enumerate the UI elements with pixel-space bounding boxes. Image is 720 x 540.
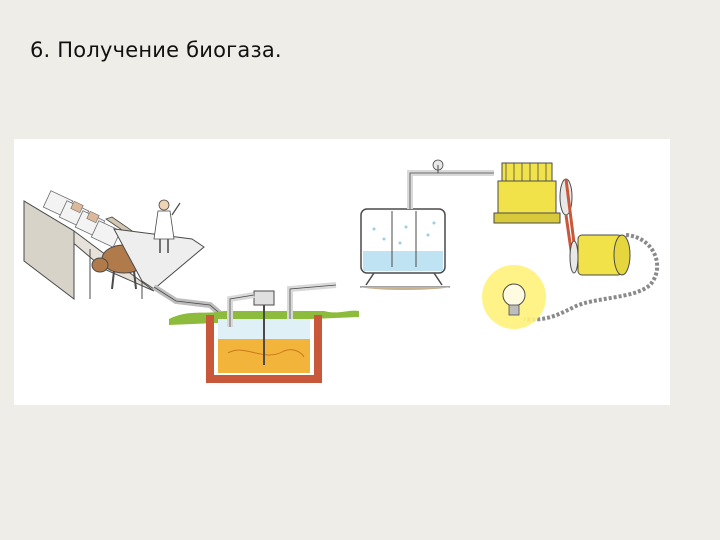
light-bulb-icon	[482, 265, 546, 329]
farmer-icon	[153, 199, 181, 253]
biogas-diagram	[14, 139, 670, 405]
gas-holder-icon	[360, 159, 494, 290]
cowshed-icon	[23, 190, 205, 301]
slurry-chute	[152, 284, 226, 320]
slide-title: 6. Получение биогаза.	[30, 38, 282, 62]
engine-icon	[493, 162, 576, 272]
power-cable	[523, 233, 660, 322]
generator-icon	[569, 234, 631, 276]
digester-pit-icon	[169, 282, 359, 383]
